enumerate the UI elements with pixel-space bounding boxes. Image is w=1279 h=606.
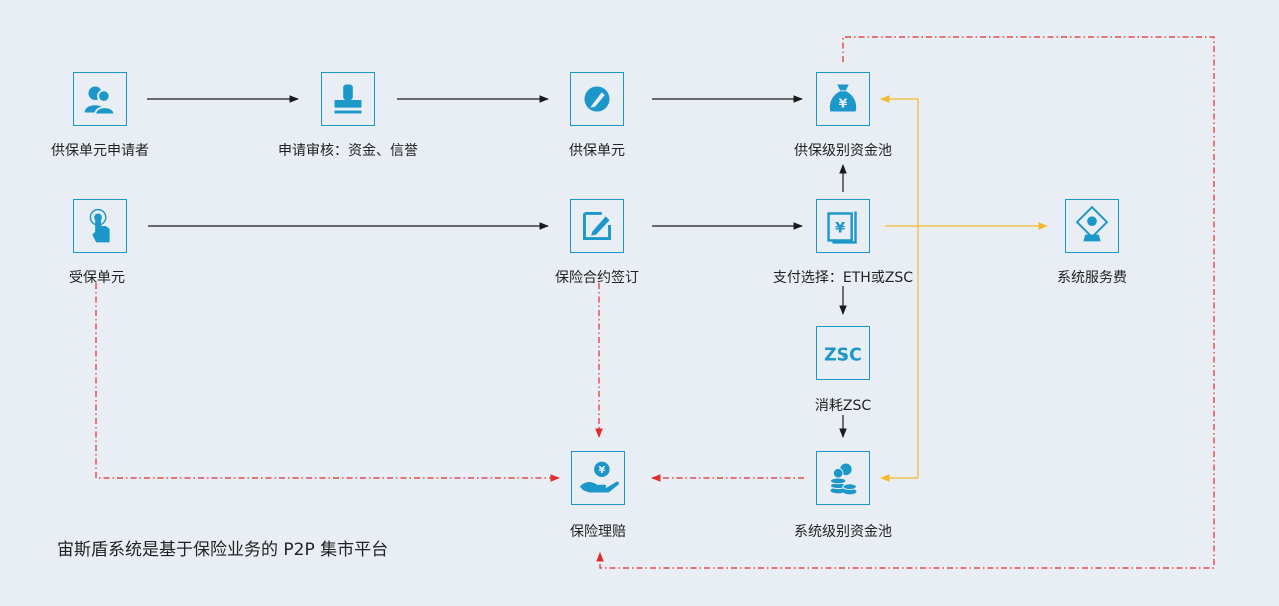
yen-card-icon: ¥ <box>827 211 857 244</box>
payment-label: 支付选择：ETH或ZSC <box>772 270 914 286</box>
svg-text:ZSC: ZSC <box>824 346 862 366</box>
pool-level-label: 供保级别资金池 <box>794 143 892 159</box>
money-bag-icon: ¥ <box>829 84 857 112</box>
claim-node: ¥ <box>571 451 625 505</box>
review-label: 申请审核：资金、信誉 <box>278 143 418 159</box>
consume-node: ZSC <box>816 326 870 380</box>
applicant-label: 供保单元申请者 <box>51 143 149 159</box>
footer-caption: 宙斯盾系统是基于保险业务的 P2P 集市平台 <box>57 540 389 560</box>
consume-label: 消耗ZSC <box>814 398 872 414</box>
service-fee-label: 系统服务费 <box>1057 270 1127 286</box>
insured-label: 受保单元 <box>69 270 125 286</box>
insured-node <box>73 199 127 253</box>
shield-pen-icon <box>584 86 610 112</box>
review-node <box>321 72 375 126</box>
users-icon <box>84 86 116 116</box>
arrow-pool-level-claim <box>596 36 1215 569</box>
svg-text:¥: ¥ <box>599 465 606 476</box>
system-pool-label: 系统级别资金池 <box>794 524 892 540</box>
unit-node <box>570 72 624 126</box>
payment-node: ¥ <box>816 199 870 253</box>
stamp-icon <box>334 84 362 114</box>
zsc-icon: ZSC <box>824 346 862 366</box>
touch-hand-icon <box>89 208 110 243</box>
system-pool-node <box>816 451 870 505</box>
coins-stack-icon <box>830 463 857 495</box>
claim-label: 保险理赔 <box>570 524 626 540</box>
unit-label: 供保单元 <box>569 143 625 159</box>
pool-level-node: ¥ <box>816 72 870 126</box>
arrow-insured-claim <box>95 283 560 482</box>
hand-coin-icon: ¥ <box>579 461 620 493</box>
svg-text:¥: ¥ <box>835 221 845 237</box>
arrow-link-to-pool-level <box>880 95 919 478</box>
contract-node <box>570 199 624 253</box>
contract-label: 保险合约签订 <box>555 270 639 286</box>
svg-text:¥: ¥ <box>839 96 848 111</box>
service-fee-node <box>1065 199 1119 253</box>
edit-document-icon <box>583 212 611 240</box>
applicant-node <box>73 72 127 126</box>
fee-tag-icon <box>1075 205 1109 242</box>
